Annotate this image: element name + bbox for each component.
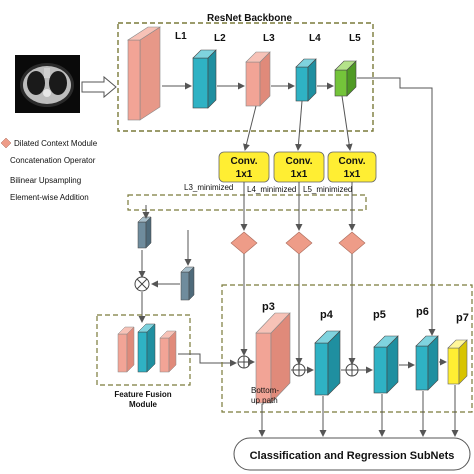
conv-box-3: Conv. 1x1 <box>327 151 377 183</box>
addition-operator-2 <box>292 363 306 377</box>
subnets-box <box>233 437 471 471</box>
fusion-label-2: Module <box>129 400 158 409</box>
layer-l2-block <box>192 49 217 109</box>
conv-box-1: Conv. 1x1 <box>218 151 270 183</box>
diamond-down-arrows <box>240 254 356 365</box>
dilated-context-box <box>127 194 367 211</box>
conv-label-3b: 1x1 <box>344 169 361 180</box>
conv-box-2: Conv. 1x1 <box>273 151 325 183</box>
layer-l1-block <box>126 26 162 121</box>
backbone-title: ResNet Backbone <box>207 13 292 24</box>
layer-l5-block <box>334 60 357 97</box>
addition-operator-1 <box>237 355 251 369</box>
fusion-label-1: Feature Fusion <box>114 390 171 399</box>
pyramid-box <box>221 284 473 413</box>
fusion-block-3 <box>159 330 177 373</box>
conv-label-2a: Conv. <box>285 156 312 167</box>
pyramid-label-p4: p4 <box>320 309 334 321</box>
pyramid-label-p6: p6 <box>416 306 429 318</box>
fusion-block-2 <box>137 323 156 373</box>
layer-label-l5: L5 <box>349 33 361 44</box>
fusion-block-1 <box>117 326 135 373</box>
legend-diamond-icon <box>0 137 12 149</box>
dilated-context-diamond-3 <box>338 231 366 255</box>
l5-minimized-label: L5_minimized <box>303 185 352 194</box>
legend: Dilated Context Module Concatenation Ope… <box>0 137 98 202</box>
bottom-up-label-1: Bottom- <box>251 386 279 395</box>
l3-minimized-label: L3_minimized <box>184 183 233 192</box>
pyramid-arrows <box>248 358 447 374</box>
conv-to-diamond-arrows <box>240 182 356 231</box>
layer-label-l4: L4 <box>309 33 321 44</box>
backbone-box <box>117 22 374 132</box>
upsample-block-2 <box>180 266 195 301</box>
legend-label-concat: Concatenation Operator <box>10 156 96 165</box>
pyramid-label-p7: p7 <box>456 312 469 324</box>
conv-label-3a: Conv. <box>338 156 365 167</box>
conv-label-2b: 1x1 <box>291 169 308 180</box>
layer-label-l2: L2 <box>214 33 226 44</box>
layer-l3-block <box>245 51 271 107</box>
layer-label-l3: L3 <box>263 33 275 44</box>
fusion-to-p3-arrow <box>178 353 237 367</box>
conv-label-1a: Conv. <box>230 156 257 167</box>
dilated-context-diamond-1 <box>230 231 258 255</box>
pyramid-label-p5: p5 <box>373 309 386 321</box>
legend-label-addition: Element-wise Addition <box>10 193 89 202</box>
pyramid-p3-block <box>255 312 291 404</box>
legend-label-dilated: Dilated Context Module <box>14 139 98 148</box>
addition-operator-3 <box>345 363 359 377</box>
legend-label-bilinear: Bilinear Upsampling <box>10 176 81 185</box>
feature-fusion-box <box>96 314 191 386</box>
pyramid-label-p3: p3 <box>262 301 275 313</box>
backbone-to-conv-arrows <box>243 95 353 151</box>
pyramid-to-subnets-arrows <box>258 385 459 437</box>
upsample-arrows <box>138 205 192 323</box>
dilated-context-diamond-2 <box>285 231 313 255</box>
bottom-up-label-2: up path <box>251 396 278 405</box>
input-arrow <box>81 75 117 99</box>
l5-to-p6-arrow <box>357 77 436 336</box>
pyramid-p7-block <box>447 339 468 385</box>
pyramid-p4-block <box>314 330 341 396</box>
subnets-label: Classification and Regression SubNets <box>250 450 455 462</box>
layer-l4-block <box>295 58 317 102</box>
ct-scan-image <box>15 55 80 113</box>
upsample-block-1 <box>137 216 152 249</box>
layer-label-l1: L1 <box>175 31 187 42</box>
pyramid-p5-block <box>373 335 399 394</box>
conv-label-1b: 1x1 <box>236 169 253 180</box>
pyramid-p6-block <box>415 335 439 391</box>
l4-minimized-label: L4_minimized <box>247 185 296 194</box>
concatenation-operator <box>134 276 150 292</box>
